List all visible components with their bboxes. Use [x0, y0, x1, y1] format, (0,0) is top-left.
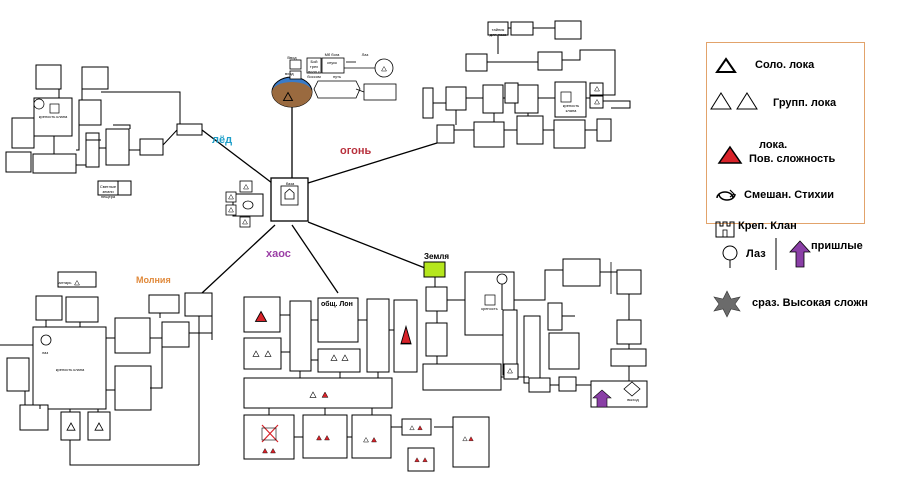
legend-label-hard-line1: лока. [759, 139, 788, 151]
legend-item-hard: лока. Пов. сложность [707, 139, 897, 173]
box-label-general-lon: общ. Лон [321, 301, 353, 308]
triangle-solo-icon [715, 57, 737, 73]
legend-label-hole: Лаз [746, 248, 766, 260]
tiny-top-c: Бой трех волн с боссом [307, 59, 321, 79]
legend-item-boss: сраз. Высокая сложн [712, 290, 892, 318]
tiny-lightning-castle: крепость клана [55, 367, 85, 372]
legend-label-clan: Креп. Клан [738, 220, 797, 232]
earth-cluster[interactable] [422, 258, 648, 408]
tiny-top-e: Мб бога [324, 52, 340, 57]
legend-label-arrival: пришлые [811, 240, 863, 252]
legend-label-boss: сраз. Высокая сложн [752, 297, 868, 309]
legend-item-hole: Лаз [720, 243, 780, 271]
legend-item-solo: Соло. лока [707, 55, 897, 81]
top-cluster[interactable] [271, 57, 397, 108]
tiny-top-d: Лаз [361, 52, 369, 57]
triangle-hard-icon [717, 145, 743, 164]
region-label-chaos: хаос [266, 248, 291, 260]
legend-panel: Соло. лока Групп. лока лока. Пов. сложно… [706, 42, 865, 224]
legend-item-group: Групп. лока [707, 91, 897, 117]
legend-label-mixed: Смешан. Стихии [744, 189, 834, 201]
tiny-earth-castle: крепость [481, 306, 498, 311]
arrival-arrow-icon [789, 240, 811, 268]
legend-label-group: Групп. лока [773, 97, 837, 109]
triangle-group-icon [710, 92, 758, 110]
legend-divider [775, 238, 777, 270]
tiny-top-a: Ввод [287, 55, 297, 60]
tiny-center: база [285, 181, 295, 186]
mixed-elements-icon [716, 189, 736, 201]
tiny-lightning-small: алтарь [58, 280, 72, 285]
connector-lines [201, 107, 438, 294]
tiny-fire-small: тайник для лаза [489, 27, 507, 37]
legend-label-hard-line2: Пов. сложность [749, 153, 836, 165]
hole-icon [722, 245, 738, 268]
tiny-earth-small: выход [627, 397, 639, 402]
hub-center[interactable] [225, 177, 309, 228]
tiny-ice-note: Светлые земли пещера [99, 184, 117, 199]
castle-icon [715, 221, 735, 238]
chaos-cluster[interactable] [243, 296, 490, 472]
region-label-earth: Земля [424, 252, 450, 261]
legend-label-solo: Соло. лока [755, 59, 815, 71]
tiny-top-g: спуск [327, 60, 337, 65]
legend-item-arrival: пришлые [785, 238, 875, 268]
region-label-ice: лёд [212, 134, 233, 146]
star-boss-icon [713, 290, 741, 318]
tiny-lightning-hole: лаз [41, 350, 49, 355]
tiny-top-b: вход [285, 71, 294, 76]
tiny-ice-castle: крепость клана [38, 114, 68, 119]
tiny-fire-castle: крепость клана [562, 103, 580, 113]
lightning-cluster[interactable] [0, 271, 213, 466]
region-label-fire: огонь [340, 145, 372, 157]
ice-cluster[interactable] [5, 64, 203, 196]
legend-item-mixed: Смешан. Стихии [707, 185, 897, 211]
tiny-top-f: путь [332, 74, 342, 79]
region-label-lightning: Молния [136, 275, 171, 285]
legend-item-clan: Креп. Клан [714, 217, 874, 239]
fire-cluster[interactable] [422, 20, 631, 149]
